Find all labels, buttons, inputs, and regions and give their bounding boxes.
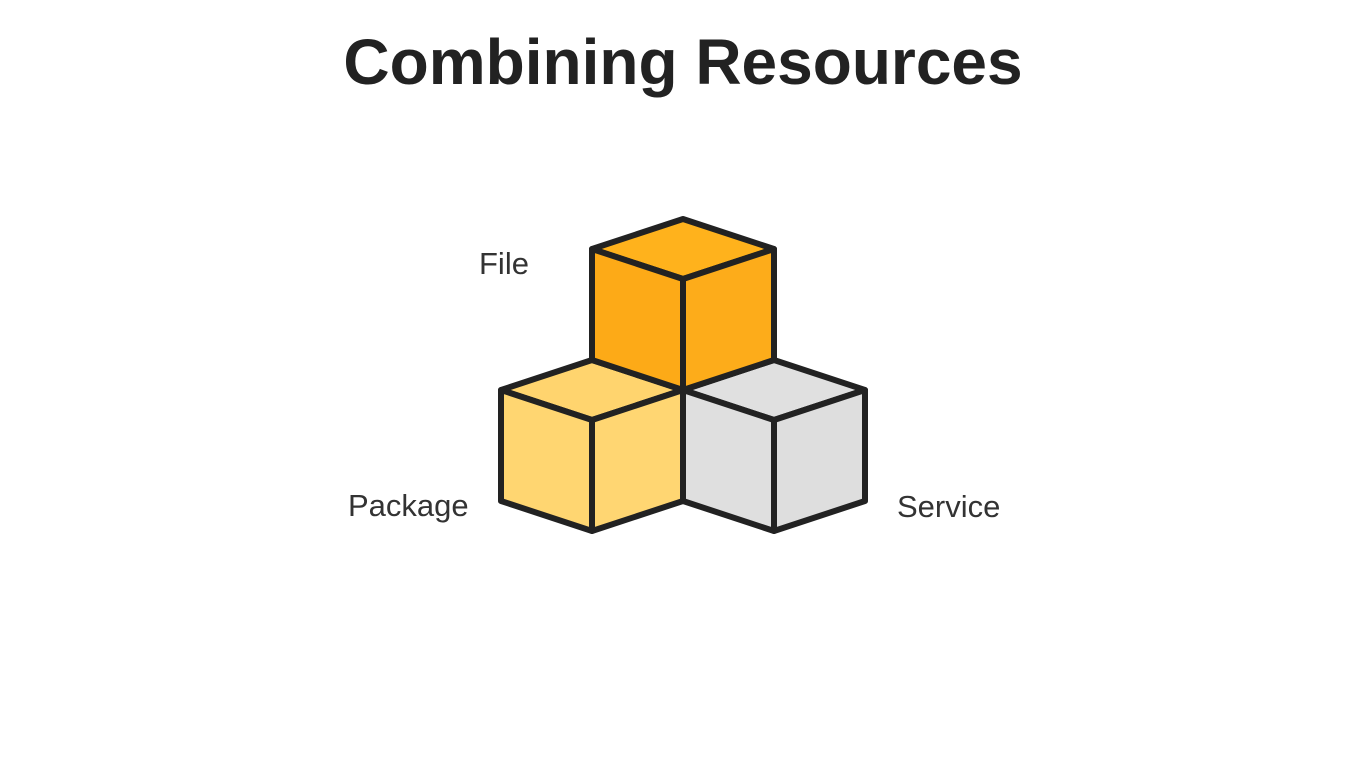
service-label: Service — [897, 489, 1001, 524]
file-cube — [589, 216, 777, 393]
package-cube — [498, 357, 686, 534]
file-label: File — [479, 246, 529, 281]
service-cube-right-face — [771, 387, 868, 534]
service-cube — [680, 357, 868, 534]
package-label: Package — [348, 488, 469, 523]
page-title: Combining Resources — [343, 26, 1023, 98]
file-cube-right-face — [680, 246, 777, 393]
